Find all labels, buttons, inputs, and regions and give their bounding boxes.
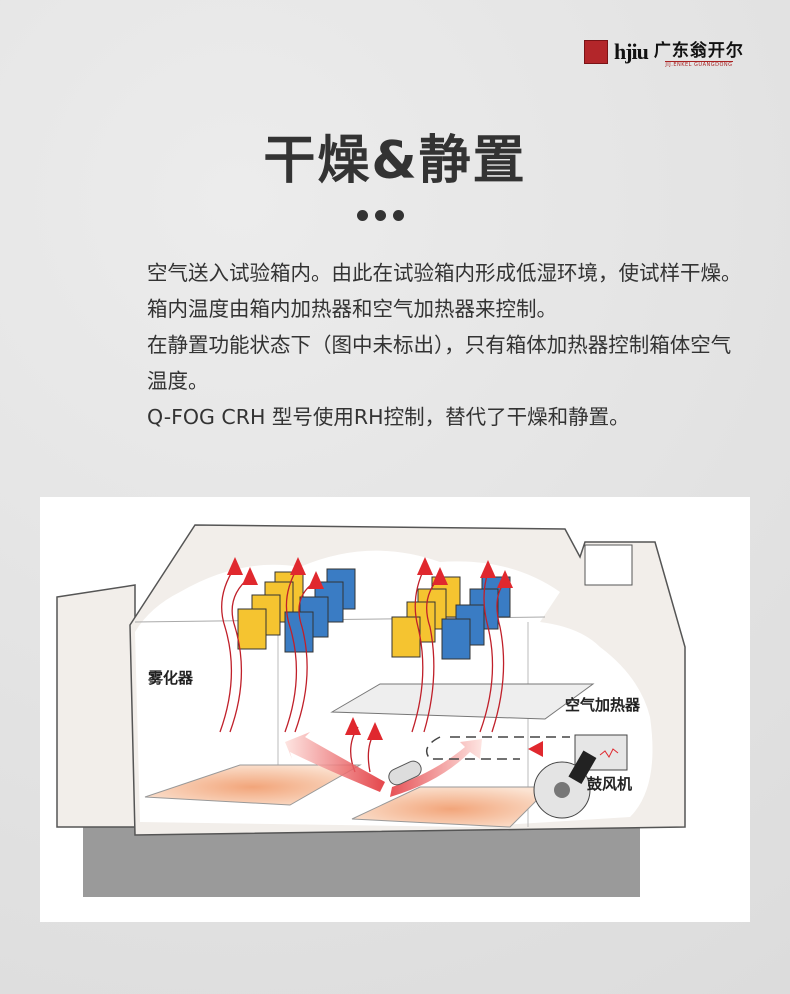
- description: 空气送入试验箱内。由此在试验箱内形成低湿环境，使试样干燥。箱内温度由箱内加热器和…: [147, 255, 747, 435]
- page-title: 干燥&静置: [263, 131, 527, 191]
- blower-icon: [533, 750, 597, 819]
- label-blower: 鼓风机: [587, 775, 633, 793]
- paragraph: 空气送入试验箱内。由此在试验箱内形成低湿环境，使试样干燥。箱内温度由箱内加热器和…: [147, 261, 742, 321]
- chamber-illustration: [56, 524, 686, 897]
- base: [83, 827, 640, 897]
- chamber-diagram: 雾化器 空气加热器 鼓风机: [40, 497, 750, 922]
- logo-brand: hjiu: [614, 39, 649, 64]
- floor-pad-left: [144, 764, 362, 806]
- label-atomizer: 雾化器: [148, 669, 194, 687]
- air-heater-plate: [330, 683, 595, 720]
- chamber-heater: [388, 760, 422, 786]
- heat-flow-arrows: [285, 732, 482, 797]
- logo: hjiu 广东翁开尔 JIJ.ENKEL GUANGDONG: [584, 36, 744, 68]
- control-screen: [584, 544, 633, 586]
- paragraph: 在静置功能状态下（图中未标出），只有箱体加热器控制箱体空气温度。: [147, 333, 732, 393]
- paragraph: Q-FOG CRH 型号使用RH控制，替代了干燥和静置。: [147, 405, 630, 429]
- sample-panels-left: [237, 568, 356, 653]
- seal-icon: [584, 40, 608, 64]
- arrow-icons: [227, 557, 543, 757]
- logo-text: 广东翁开尔 JIJ.ENKEL GUANGDONG: [654, 36, 744, 68]
- logo-chinese-name: 广东翁开尔: [653, 41, 744, 61]
- label-air-heater: 空气加热器: [565, 696, 641, 714]
- dots-divider: [357, 210, 404, 221]
- left-panel: [56, 584, 136, 828]
- logo-english-name: JIJ.ENKEL GUANGDONG: [665, 61, 733, 68]
